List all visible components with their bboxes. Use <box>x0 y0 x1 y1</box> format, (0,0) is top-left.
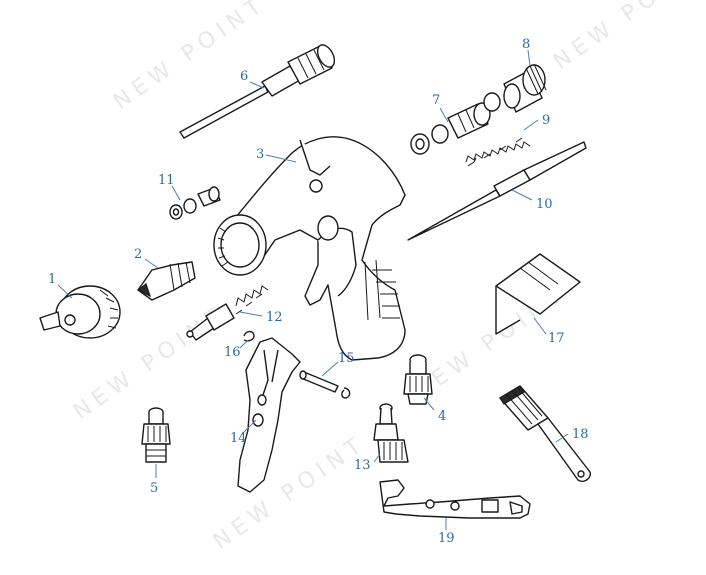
callout-11: 11 <box>158 173 175 188</box>
part-2-fluid-nozzle <box>136 261 196 301</box>
callout-8: 8 <box>522 37 530 52</box>
part-18-brush <box>499 385 591 482</box>
callout-6: 6 <box>240 69 248 84</box>
part-16-clip <box>243 330 255 342</box>
callout-4: 4 <box>438 409 446 424</box>
leader-2 <box>144 258 159 269</box>
part-8-adjusting-knob <box>483 63 547 113</box>
callout-10: 10 <box>536 197 553 212</box>
leader-3 <box>265 154 297 163</box>
part-3-gun-body <box>213 136 406 361</box>
callout-9: 9 <box>542 113 550 128</box>
callout-1: 1 <box>48 272 56 287</box>
leader-8 <box>527 49 531 67</box>
callout-14: 14 <box>230 431 247 446</box>
callout-labels: 1 2 3 4 5 6 7 8 9 10 11 12 13 14 15 16 1… <box>48 37 589 546</box>
leader-13 <box>373 453 381 463</box>
part-7-packing <box>410 102 491 155</box>
part-5-fluid-fitting <box>141 407 171 463</box>
leader-4 <box>423 397 435 411</box>
leader-17 <box>533 317 547 335</box>
part-6-adjusting-rod <box>179 44 336 139</box>
part-9-spring <box>465 137 531 167</box>
callout-7: 7 <box>432 93 440 108</box>
leader-10 <box>511 189 533 201</box>
leader-9 <box>523 119 539 131</box>
callout-12: 12 <box>266 310 283 325</box>
callout-13: 13 <box>354 458 371 473</box>
part-14-trigger <box>237 337 301 493</box>
callout-17: 17 <box>548 331 565 346</box>
leader-16 <box>239 339 249 349</box>
leader-11 <box>171 185 181 201</box>
leader-1 <box>57 284 73 299</box>
leader-18 <box>555 433 569 443</box>
part-11-screw-set <box>169 186 221 220</box>
callout-16: 16 <box>224 345 241 360</box>
callout-2: 2 <box>134 247 142 262</box>
part-1-air-cap <box>39 285 121 339</box>
part-19-wrench <box>379 479 531 519</box>
callout-15: 15 <box>338 351 355 366</box>
part-13-adjusting-valve <box>373 403 409 463</box>
callout-3: 3 <box>256 147 264 162</box>
leader-15 <box>321 361 339 377</box>
leader-7 <box>439 107 449 123</box>
watermark-text-2: NEW POINT <box>549 0 706 75</box>
watermark-text-5: NEW POINT <box>209 431 371 555</box>
part-12-air-valve <box>186 285 269 341</box>
part-4-air-fitting <box>403 354 433 405</box>
leader-6 <box>249 81 265 89</box>
callout-5: 5 <box>150 481 158 496</box>
leader-12 <box>239 311 263 317</box>
part-15-trigger-pin <box>299 370 351 399</box>
callout-18: 18 <box>572 427 589 442</box>
part-17-filter-card <box>495 253 581 335</box>
leader-lines <box>57 49 569 530</box>
leader-14 <box>241 419 257 435</box>
callout-19: 19 <box>438 531 455 546</box>
part-10-fluid-needle <box>407 141 587 241</box>
